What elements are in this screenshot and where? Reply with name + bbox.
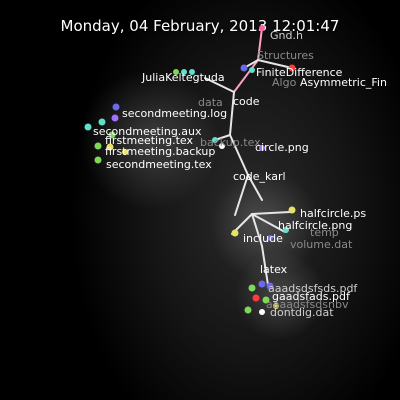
file-node	[266, 282, 274, 290]
file-node	[259, 309, 265, 315]
file-node	[249, 67, 255, 73]
tree-edge	[247, 174, 263, 201]
file-node	[259, 25, 265, 31]
dir-label-include: include	[243, 232, 283, 245]
file-label: FiniteDifference	[256, 66, 343, 79]
file-node	[111, 114, 119, 122]
file-node	[262, 296, 270, 304]
file-node	[189, 69, 195, 75]
file-node	[219, 143, 225, 149]
file-label: circle.png	[255, 141, 309, 154]
file-node	[240, 64, 248, 72]
dir-label-data: data	[198, 96, 223, 109]
file-label: Gnd.h	[270, 29, 303, 42]
file-node	[259, 145, 265, 151]
cluster-glow	[235, 250, 325, 340]
file-label: secondmeeting.log	[122, 107, 227, 120]
file-node	[212, 137, 218, 143]
tree-edge	[204, 77, 235, 93]
file-node	[252, 294, 260, 302]
file-node	[258, 280, 266, 288]
file-label: volume.dat	[290, 238, 353, 251]
file-node	[94, 156, 102, 164]
tree-edge	[251, 213, 286, 233]
file-node	[106, 143, 114, 151]
file-label: firstmeeting.backup	[105, 145, 215, 158]
file-label: aaadsdsfsds.pdf	[268, 282, 358, 295]
file-node	[267, 235, 273, 241]
file-node	[288, 64, 296, 72]
tree-edge	[234, 174, 249, 216]
date-time-overlay: Monday, 04 February, 2013 12:01:47	[60, 17, 340, 35]
file-labels: Gnd.h JuliaKeltegtuda FiniteDifference A…	[93, 29, 387, 319]
file-node	[84, 123, 92, 131]
dir-label-latex: latex	[260, 263, 288, 276]
dir-label-code: code	[233, 95, 260, 108]
file-label: Asymmetric_Fin	[300, 76, 387, 89]
file-label: halfcircle.ps	[300, 207, 366, 220]
file-nodes	[84, 25, 296, 315]
tree-edge	[251, 213, 263, 247]
dir-label-code-karl: code_karl	[233, 170, 286, 183]
file-label: JuliaKeltegtuda	[141, 71, 225, 84]
file-node	[231, 229, 239, 237]
tree-edge	[261, 245, 269, 286]
file-node	[94, 142, 102, 150]
file-label: gaadsfads.pdf	[272, 290, 351, 303]
tree-edge	[233, 59, 259, 93]
file-node	[244, 306, 252, 314]
file-label: dontdig.dat	[270, 306, 334, 319]
file-label: backup.tex	[200, 136, 261, 149]
file-label: firstmeeting.tex	[105, 134, 193, 147]
file-node	[248, 284, 256, 292]
file-label: secondmeeting.aux	[93, 125, 202, 138]
file-label: halfcircle.png	[278, 219, 352, 232]
file-label: aaaadsfsdsnbv	[266, 298, 349, 311]
file-node	[273, 303, 279, 309]
file-label: secondmeeting.tex	[106, 158, 212, 171]
file-label: temp	[310, 226, 339, 239]
file-node	[181, 69, 187, 75]
dir-label-algo: Algo	[272, 76, 297, 89]
tree-edge	[251, 211, 291, 215]
file-node	[108, 131, 116, 139]
dir-label-structures: Structures	[257, 49, 314, 62]
file-node	[288, 206, 296, 214]
directory-labels: code code_karl include latex data Struct…	[198, 49, 314, 276]
file-node	[122, 149, 128, 155]
tree-edge	[229, 91, 235, 136]
file-node	[173, 69, 179, 75]
tree-edge	[229, 134, 249, 176]
file-node	[98, 118, 106, 126]
file-node	[283, 227, 289, 233]
file-node	[112, 103, 120, 111]
tree-edge	[257, 59, 293, 69]
tree-edge	[257, 27, 263, 61]
